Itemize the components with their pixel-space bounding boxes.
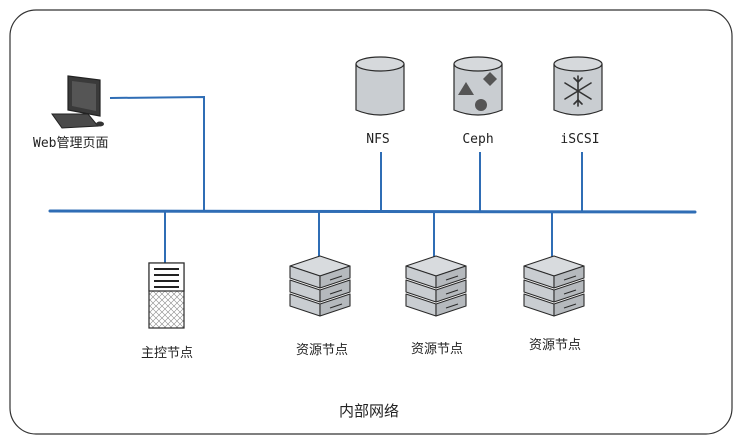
nfs-label: NFS (366, 132, 390, 147)
web-client-label: Web管理页面 (33, 136, 109, 151)
resource-node-2-label: 资源节点 (410, 342, 464, 357)
resource-node-1-label: 资源节点 (295, 343, 349, 358)
network-frame (9, 9, 733, 435)
cylinder-snowflake-icon (553, 56, 603, 116)
server-stack-icon (405, 255, 467, 317)
resource-node-3-label: 资源节点 (528, 338, 582, 353)
network-label: 内部网络 (338, 402, 400, 420)
ceph-label: Ceph (462, 132, 494, 147)
monitor-icon (51, 75, 104, 129)
master-node-label: 主控节点 (140, 346, 194, 361)
cylinder-shapes-icon (453, 56, 503, 116)
network-bus (48, 209, 697, 214)
server-tower-icon (148, 262, 185, 329)
cylinder-icon (355, 56, 405, 116)
server-stack-icon (289, 255, 351, 317)
iscsi-label: iSCSI (560, 132, 600, 147)
server-stack-icon (523, 255, 585, 317)
web-client-link (109, 95, 205, 212)
